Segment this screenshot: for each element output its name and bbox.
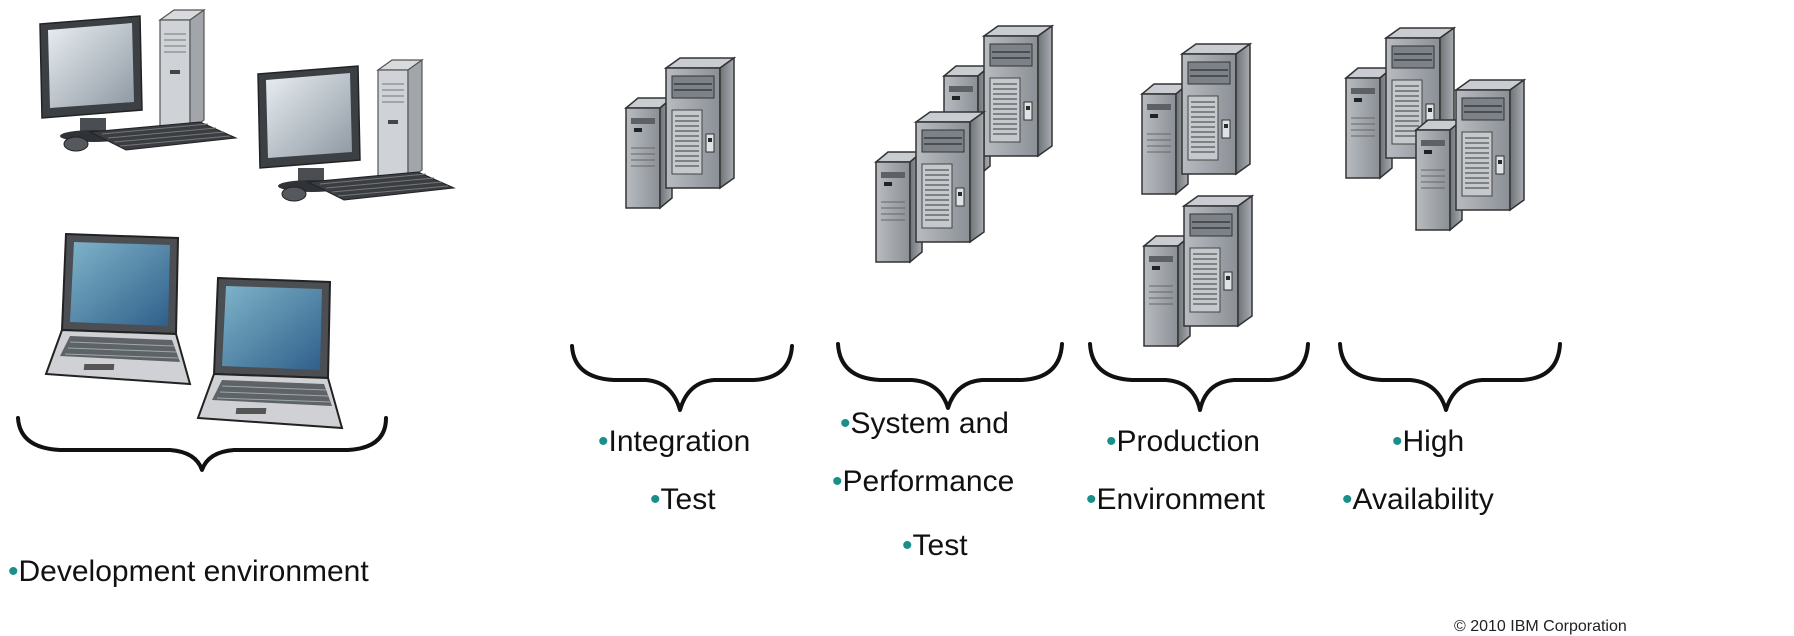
system-label-line1: •System and (840, 407, 1009, 440)
development-label: •Development environment (8, 555, 369, 588)
brace-system (836, 342, 1064, 410)
laptop-icon (45, 233, 191, 385)
desktop-computer-icon (257, 59, 455, 202)
server-tower-icon (626, 58, 734, 208)
integration-label-line1: •Integration (598, 425, 751, 458)
system-label-line2: •Performance (832, 465, 1015, 498)
ha-label-line1: •High (1392, 425, 1465, 458)
brace-high-availability (1338, 342, 1562, 412)
brace-production (1088, 342, 1310, 412)
laptop-icon (197, 277, 343, 429)
brace-development (16, 416, 388, 472)
production-label-line2: •Environment (1086, 483, 1265, 516)
integration-label-line2: •Test (650, 483, 716, 516)
server-tower-icon (1144, 196, 1252, 346)
system-label-line3: •Test (902, 529, 968, 562)
production-label-line1: •Production (1106, 425, 1260, 458)
brace-integration (570, 344, 794, 412)
ha-label-line2: •Availability (1342, 483, 1494, 516)
copyright-footer: © 2010 IBM Corporation (1454, 618, 1627, 635)
desktop-computer-icon (39, 9, 237, 152)
server-tower-icon (1142, 44, 1250, 194)
server-tower-icon (876, 112, 984, 262)
